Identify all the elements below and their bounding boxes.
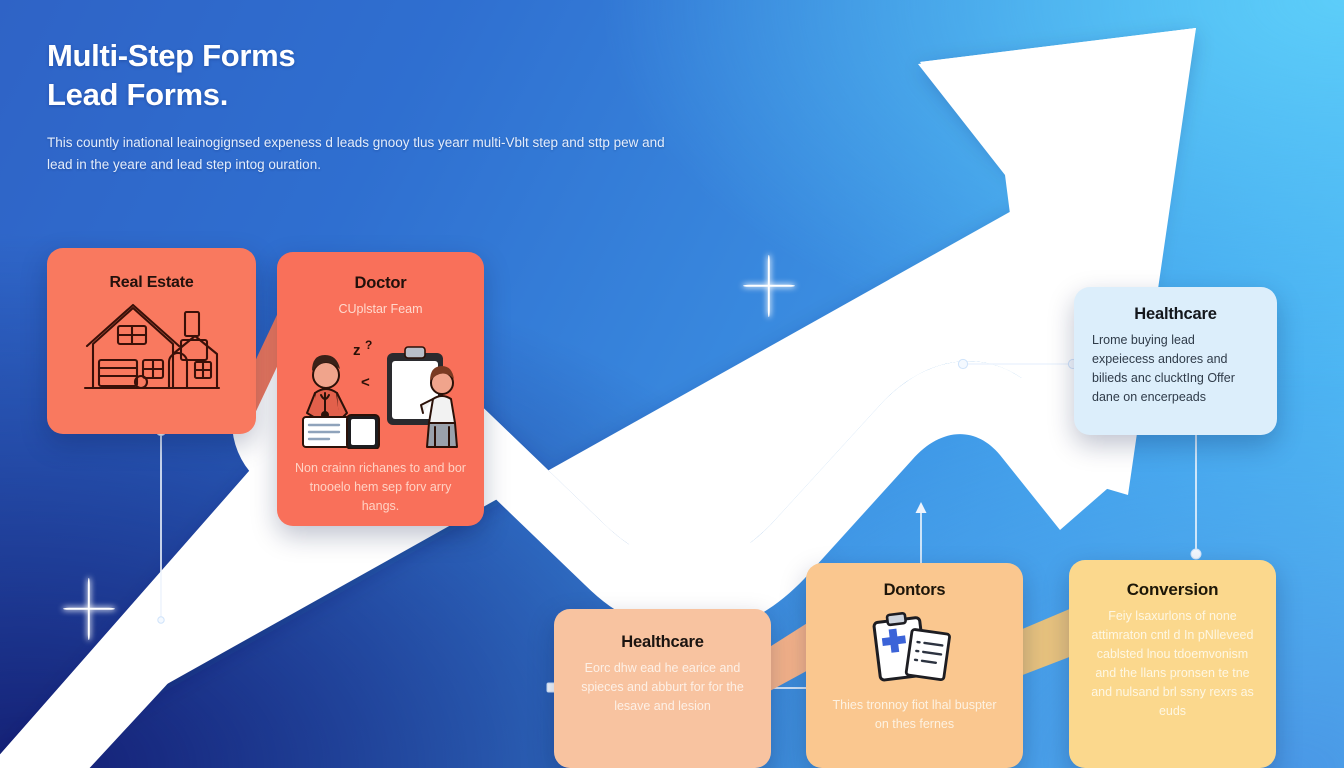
page-title: Multi-Step Forms Lead Forms.: [47, 36, 707, 114]
card-doctors-title: Dontors: [883, 581, 946, 599]
card-healthcare-top[interactable]: Healthcare Lrome buying lead expeiecess …: [1074, 287, 1277, 435]
connector-dot-real-estate-end: [157, 616, 165, 624]
card-doctor-body: Non crainn richanes to and bor tnoоelo h…: [295, 460, 466, 513]
card-doctors-body: Thies tronnoy fiot lhal buspter on thes …: [832, 698, 997, 731]
svg-text:<: <: [361, 374, 370, 391]
connector-arrowhead-up: [915, 502, 927, 513]
page-title-line-1: Multi-Step Forms: [47, 38, 296, 73]
card-doctors[interactable]: Dontors Thies tronnoy fiot lhal buspter …: [806, 563, 1023, 768]
connector-dot-healthcare-left: [957, 358, 969, 370]
card-healthcare-top-title: Healthcare: [1134, 305, 1217, 323]
card-conversion-title: Conversion: [1126, 580, 1219, 599]
card-real-estate[interactable]: Real Estate: [47, 248, 256, 434]
card-doctor[interactable]: Doctor CUplstar Feam: [277, 252, 484, 526]
card-healthcare-bottom-body: Eorc dhw ead he earice and spieces and a…: [581, 661, 744, 713]
card-conversion[interactable]: Conversion Feiy lsaxurlons of none attim…: [1069, 560, 1276, 768]
card-doctor-title: Doctor: [354, 274, 407, 292]
svg-text:z: z: [353, 342, 361, 359]
page-title-line-2: Lead Forms.: [47, 77, 229, 113]
svg-text:?: ?: [365, 338, 372, 352]
card-healthcare-top-body: Lrome buying lead expeiecess andores and…: [1092, 333, 1235, 404]
page-subtitle: This countly inational leainogignsed exp…: [47, 135, 665, 172]
card-healthcare-bottom-title: Healthcare: [621, 633, 704, 651]
card-conversion-body: Feiy lsaxurlons of none attimraton cntl …: [1091, 609, 1254, 718]
house-icon: [83, 303, 220, 390]
card-doctor-subtitle: CUplstar Feam: [338, 302, 423, 316]
doctor-patient-illustration: z ? <: [302, 338, 458, 449]
header: Multi-Step Forms Lead Forms. This countl…: [47, 36, 707, 176]
connector-dot-conversion: [1190, 548, 1202, 560]
card-real-estate-title: Real Estate: [109, 274, 194, 291]
card-healthcare-bottom[interactable]: Healthcare Eorc dhw ead he earice and sp…: [554, 609, 771, 768]
medical-clipboard-icon: [872, 611, 951, 682]
